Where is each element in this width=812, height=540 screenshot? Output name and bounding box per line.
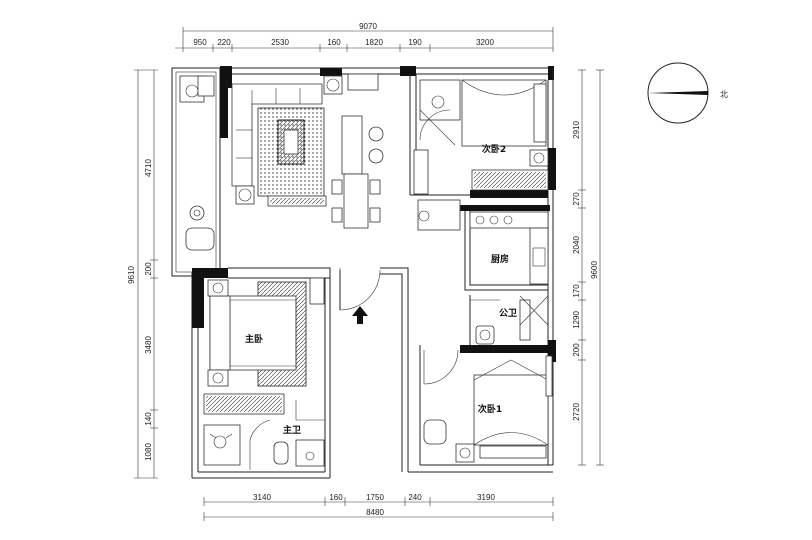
- balcony-fixtures: [179, 75, 215, 251]
- bed-icon: [473, 374, 549, 446]
- living-room: [231, 73, 384, 324]
- room-label-kitchen: 厨房: [491, 253, 509, 265]
- right-seg-2: 270: [572, 192, 581, 206]
- right-total-dim: 9600: [590, 261, 599, 279]
- right-seg-4: 170: [572, 284, 581, 298]
- bottom-total-dim: 8480: [366, 508, 384, 517]
- left-dimension-chain: 9610 4710 200 3480 140 1080: [127, 69, 158, 479]
- left-seg-5: 1080: [144, 443, 153, 461]
- top-seg-4: 160: [327, 38, 341, 47]
- compass-needle-icon: [648, 91, 708, 95]
- left-seg-3: 3480: [144, 336, 153, 354]
- room-label-second-bedroom-1: 次卧1: [478, 403, 502, 415]
- right-dimension-chain: 2910 270 2040 170 1290 200 2720 9600: [572, 69, 604, 466]
- north-compass: 北: [647, 62, 728, 124]
- walls: [171, 66, 556, 479]
- left-seg-4: 140: [144, 412, 153, 426]
- master-bath: 主卫: [203, 400, 325, 470]
- bottom-seg-3: 1750: [366, 493, 384, 502]
- top-seg-2: 220: [217, 38, 231, 47]
- north-label: 北: [720, 90, 728, 99]
- master-bedroom: 主卧: [203, 277, 325, 415]
- top-seg-6: 190: [408, 38, 422, 47]
- bottom-seg-1: 3140: [253, 493, 271, 502]
- right-seg-6: 200: [572, 343, 581, 357]
- left-total-dim: 9610: [127, 266, 136, 284]
- public-bath: 公卫: [470, 295, 549, 345]
- kitchen: 厨房: [417, 199, 549, 285]
- bottom-seg-5: 3190: [477, 493, 495, 502]
- dining-table: [343, 173, 369, 229]
- top-total-dim: 9070: [359, 22, 377, 31]
- room-label-second-bedroom-2: 次卧2: [482, 143, 506, 155]
- bottom-dimension-chain: 3140 160 1750 240 3190 8480: [203, 493, 554, 521]
- top-seg-3: 2530: [271, 38, 289, 47]
- washing-machine-icon: [189, 205, 205, 221]
- room-label-master-bath: 主卫: [283, 424, 301, 436]
- entrance-arrow-icon: [352, 306, 368, 324]
- second-bedroom-2: 次卧2: [413, 79, 549, 195]
- left-seg-1: 4710: [144, 159, 153, 177]
- top-seg-1: 950: [193, 38, 207, 47]
- right-seg-1: 2910: [572, 121, 581, 139]
- left-seg-2: 200: [144, 262, 153, 276]
- second-bedroom-1: 次卧1: [423, 349, 553, 463]
- right-seg-7: 2720: [572, 403, 581, 421]
- bottom-seg-2: 160: [329, 493, 343, 502]
- right-seg-3: 2040: [572, 236, 581, 254]
- room-label-public-bath: 公卫: [499, 308, 517, 319]
- room-label-master-bedroom: 主卧: [245, 333, 263, 345]
- bed-icon: [461, 79, 547, 147]
- bottom-seg-4: 240: [408, 493, 422, 502]
- right-seg-5: 1290: [572, 311, 581, 329]
- top-seg-5: 1820: [365, 38, 383, 47]
- top-seg-7: 3200: [476, 38, 494, 47]
- top-dimension-chain: 9070 950 220 2530 160 1820 190 3200: [175, 22, 554, 52]
